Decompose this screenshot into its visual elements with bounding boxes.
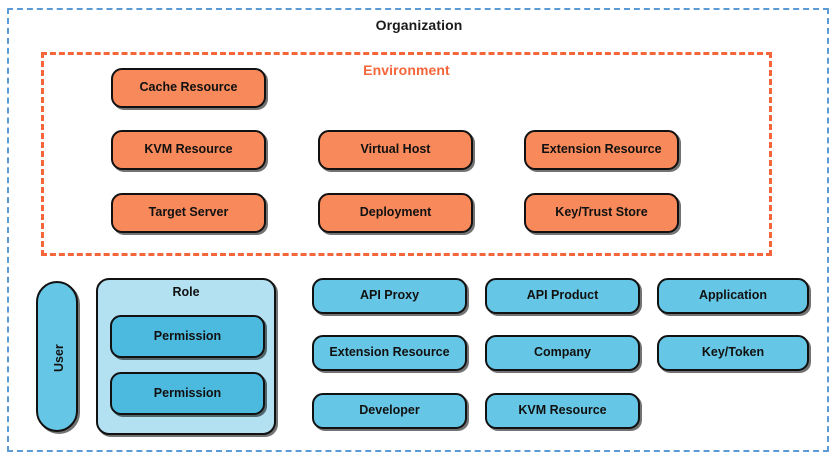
permission-node[interactable]: Permission bbox=[110, 315, 265, 358]
environment-node[interactable]: Target Server bbox=[111, 193, 266, 233]
organization-node[interactable]: KVM Resource bbox=[485, 393, 640, 429]
organization-node[interactable]: Extension Resource bbox=[312, 335, 467, 371]
user-node-label: User bbox=[52, 344, 66, 373]
organization-node[interactable]: API Proxy bbox=[312, 278, 467, 314]
organization-node-label: KVM Resource bbox=[518, 403, 607, 418]
environment-node[interactable]: Extension Resource bbox=[524, 130, 679, 170]
organization-node[interactable]: Application bbox=[657, 278, 809, 314]
organization-node[interactable]: Key/Token bbox=[657, 335, 809, 371]
organization-node-label: Extension Resource bbox=[329, 345, 450, 360]
organization-node[interactable]: Company bbox=[485, 335, 640, 371]
environment-title: Environment bbox=[363, 62, 450, 78]
permission-node-label: Permission bbox=[153, 328, 222, 343]
environment-node[interactable]: KVM Resource bbox=[111, 130, 266, 170]
environment-node[interactable]: Cache Resource bbox=[111, 68, 266, 108]
organization-node-label: Key/Token bbox=[701, 345, 765, 360]
environment-node-label: Cache Resource bbox=[139, 80, 238, 95]
organization-node-label: API Product bbox=[526, 288, 599, 303]
environment-node-label: Target Server bbox=[148, 205, 229, 220]
organization-node-label: Developer bbox=[359, 403, 420, 418]
organization-boundary bbox=[7, 8, 829, 452]
environment-node-label: Deployment bbox=[359, 205, 432, 220]
environment-node[interactable]: Key/Trust Store bbox=[524, 193, 679, 233]
environment-node[interactable]: Deployment bbox=[318, 193, 473, 233]
permission-node-label: Permission bbox=[153, 385, 222, 400]
role-container-label: Role bbox=[172, 285, 200, 299]
organization-node-label: Company bbox=[534, 345, 591, 360]
organization-node-label: Application bbox=[698, 288, 768, 303]
environment-node-label: KVM Resource bbox=[144, 142, 233, 157]
environment-boundary bbox=[41, 52, 772, 256]
environment-node-label: Key/Trust Store bbox=[555, 205, 648, 220]
user-node[interactable]: User bbox=[36, 281, 78, 432]
environment-node-label: Virtual Host bbox=[360, 142, 431, 157]
environment-node[interactable]: Virtual Host bbox=[318, 130, 473, 170]
environment-node-label: Extension Resource bbox=[541, 142, 662, 157]
organization-node[interactable]: API Product bbox=[485, 278, 640, 314]
organization-title: Organization bbox=[375, 17, 463, 33]
permission-node[interactable]: Permission bbox=[110, 372, 265, 415]
organization-node[interactable]: Developer bbox=[312, 393, 467, 429]
organization-node-label: API Proxy bbox=[359, 288, 420, 303]
